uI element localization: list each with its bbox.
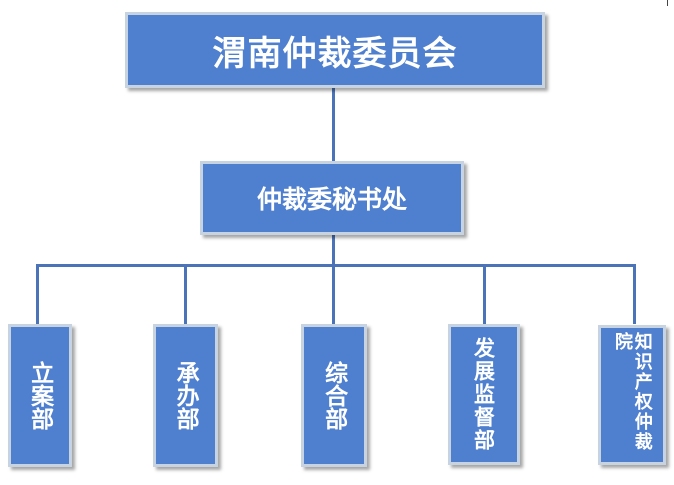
secretariat-label: 仲裁委秘书处 (256, 185, 407, 214)
dept-label: 综合部 (320, 361, 348, 430)
edge-marker (667, 0, 668, 6)
root-node: 渭南仲裁委员会 (125, 12, 545, 88)
connector-to-dept-2 (184, 264, 187, 324)
dept-label: 发展监督部 (471, 337, 497, 452)
connector-to-dept-1 (36, 264, 39, 324)
connector-root-to-secretariat (332, 88, 335, 161)
connector-horizontal-bus (36, 264, 636, 267)
root-label: 渭南仲裁委员会 (212, 33, 458, 74)
dept-node-ip-arbitration: 知识产权仲裁院 (598, 325, 666, 465)
dept-label: 承办部 (172, 361, 200, 430)
dept-label: 立案部 (26, 361, 54, 430)
connector-to-dept-3 (332, 264, 335, 324)
connector-secretariat-down (332, 235, 335, 265)
dept-node-filing: 立案部 (8, 324, 72, 467)
dept-label: 知识产权仲裁院 (612, 332, 653, 452)
secretariat-node: 仲裁委秘书处 (200, 161, 464, 235)
dept-node-development-supervision: 发展监督部 (448, 324, 520, 465)
dept-node-general: 综合部 (301, 324, 367, 467)
dept-node-handling: 承办部 (153, 324, 218, 467)
connector-to-dept-5 (633, 264, 636, 324)
connector-to-dept-4 (483, 264, 486, 324)
